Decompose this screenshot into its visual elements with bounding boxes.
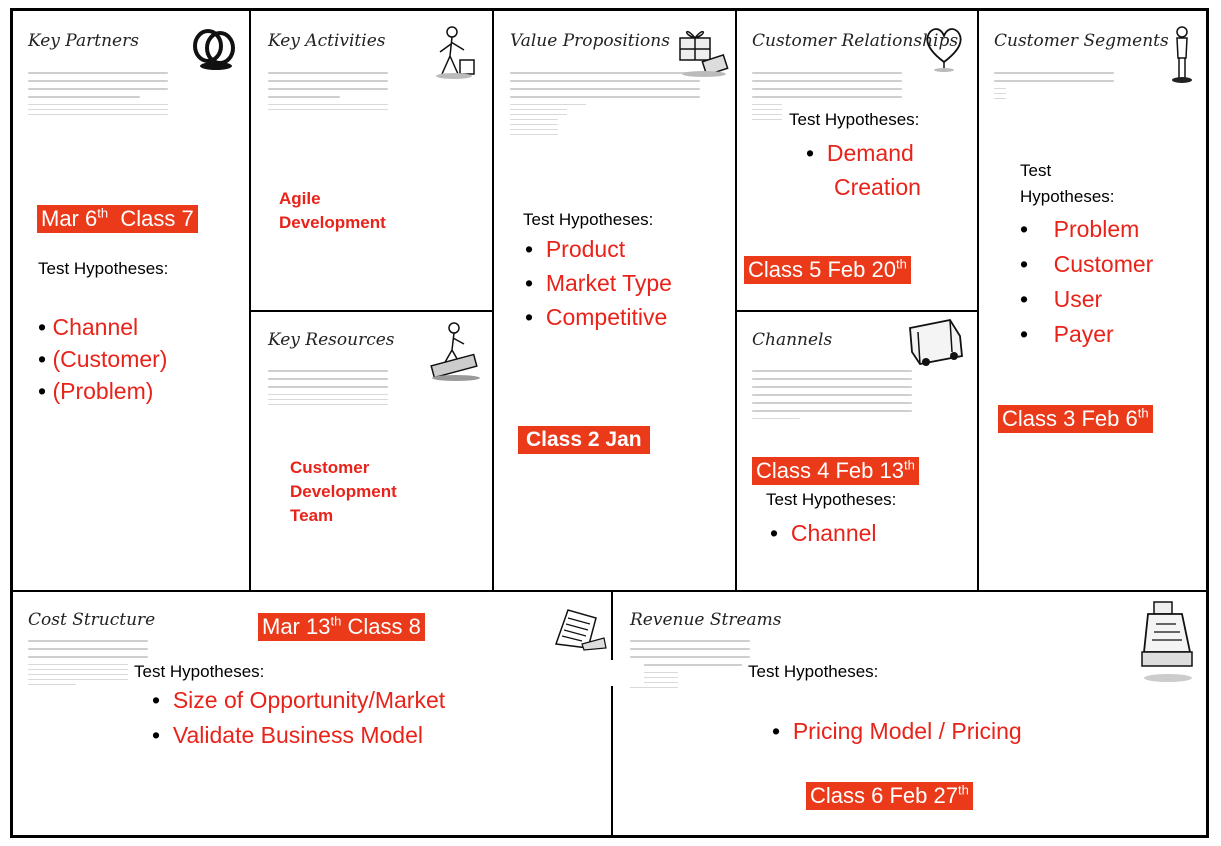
gift-icon bbox=[679, 30, 729, 77]
hypothesis-item: • (Customer) bbox=[38, 346, 168, 372]
test-hypotheses-label: Test Hypotheses: bbox=[128, 660, 645, 686]
prompt-text-placeholder bbox=[268, 370, 388, 409]
class-6-tag: Class 6 Feb 27th bbox=[806, 782, 973, 810]
hypothesis-item: • Channel bbox=[38, 314, 139, 340]
canvas-frame bbox=[10, 8, 1209, 838]
worker-icon bbox=[436, 26, 475, 79]
divider bbox=[611, 591, 613, 838]
prompt-text-placeholder bbox=[630, 640, 750, 692]
hypothesis-item: • Problem bbox=[1020, 216, 1140, 242]
block-title-channels: Channels bbox=[752, 330, 833, 350]
test-hypotheses-label: Test Hypotheses: bbox=[758, 486, 905, 510]
hypothesis-item: • (Problem) bbox=[38, 378, 154, 404]
class-3-tag: Class 3 Feb 6th bbox=[998, 405, 1153, 433]
hypothesis-item: • Payer bbox=[1020, 321, 1114, 347]
hypothesis-item: • Channel bbox=[770, 520, 877, 546]
cash-register-icon bbox=[1141, 601, 1193, 682]
block-title-cost-structure: Cost Structure bbox=[28, 610, 156, 630]
hypothesis-item: • Validate Business Model bbox=[140, 722, 434, 753]
divider bbox=[735, 310, 979, 312]
hypothesis-item: • Customer bbox=[1020, 251, 1154, 277]
hypothesis-item: • Product bbox=[525, 236, 626, 262]
hypothesis-item: • Size of Opportunity/Market bbox=[140, 687, 496, 714]
class-7-tag: Mar 6th Class 7 bbox=[37, 205, 198, 233]
rings-icon bbox=[193, 29, 235, 70]
prompt-text-placeholder bbox=[994, 72, 1114, 103]
heart-icon bbox=[926, 28, 962, 72]
divider bbox=[977, 8, 979, 591]
block-title-customer-segments: Customer Segments bbox=[994, 31, 1169, 51]
truck-icon bbox=[909, 318, 963, 366]
divider bbox=[735, 8, 737, 591]
test-hypotheses-label: Test Hypotheses: bbox=[38, 259, 169, 278]
divider bbox=[249, 310, 494, 312]
block-title-key-partners: Key Partners bbox=[28, 31, 139, 51]
prompt-text-placeholder bbox=[752, 72, 902, 124]
test-hypotheses-label: Test Hypotheses: bbox=[783, 106, 926, 130]
block-title-key-resources: Key Resources bbox=[268, 330, 395, 350]
divider bbox=[492, 8, 494, 591]
receipt-icon bbox=[554, 609, 607, 651]
prompt-text-placeholder bbox=[752, 370, 912, 423]
hypothesis-item: • Competitive bbox=[525, 304, 668, 330]
mover-icon bbox=[430, 322, 480, 381]
prompt-text-placeholder bbox=[28, 72, 168, 119]
prompt-text-placeholder bbox=[268, 72, 388, 114]
block-title-customer-relationships: Customer Relationships bbox=[752, 31, 959, 51]
block-title-revenue-streams: Revenue Streams bbox=[630, 610, 782, 630]
divider bbox=[249, 8, 251, 591]
block-title-key-activities: Key Activities bbox=[268, 31, 386, 51]
hypothesis-item: • User bbox=[1020, 286, 1103, 312]
person-icon bbox=[1172, 26, 1192, 83]
class-8-tag: Mar 13th Class 8 bbox=[258, 613, 425, 641]
class-5-tag: Class 5 Feb 20th bbox=[744, 256, 911, 284]
hypothesis-item: • Market Type bbox=[525, 270, 672, 296]
divider bbox=[10, 590, 1209, 592]
prompt-text-placeholder bbox=[28, 640, 148, 689]
test-hypotheses-label: Test Hypotheses: bbox=[523, 210, 654, 229]
class-4-tag: Class 4 Feb 13th bbox=[752, 457, 919, 485]
hypothesis-item: • Pricing Model / Pricing bbox=[760, 718, 1042, 745]
class-2-tag: Class 2 Jan bbox=[518, 426, 650, 454]
prompt-text-placeholder bbox=[510, 72, 700, 139]
test-hypotheses-label: Test Hypotheses: bbox=[742, 660, 1119, 686]
block-title-value-propositions: Value Propositions bbox=[510, 31, 670, 51]
